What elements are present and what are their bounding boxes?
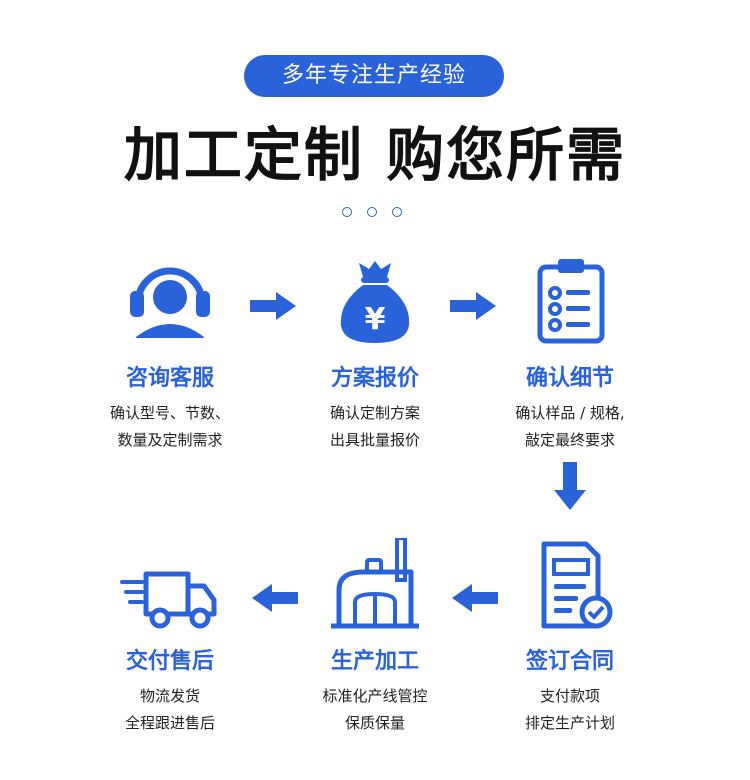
arrow-right-icon bbox=[450, 292, 496, 320]
step-delivery: 交付售后 物流发货 全程跟进售后 bbox=[80, 538, 260, 738]
step-description: 确认定制方案 出具批量报价 bbox=[285, 400, 465, 454]
desc-line: 出具批量报价 bbox=[329, 431, 420, 449]
desc-line: 确认定制方案 bbox=[329, 404, 420, 422]
step-quote: ¥ 方案报价 确认定制方案 出具批量报价 bbox=[285, 255, 465, 455]
step-description: 标准化产线管控 保质保量 bbox=[285, 683, 465, 737]
desc-line: 排定生产计划 bbox=[524, 714, 615, 732]
decorative-dots bbox=[340, 207, 410, 221]
step-consult: 咨询客服 确认型号、节数、 数量及定制需求 bbox=[80, 255, 260, 455]
page-title: 加工定制 购您所需 bbox=[123, 121, 627, 189]
arrow-right-icon bbox=[250, 292, 296, 320]
step-name: 方案报价 bbox=[330, 366, 419, 391]
step-description: 支付款项 排定生产计划 bbox=[480, 683, 660, 737]
dot-icon bbox=[367, 207, 377, 217]
arrow-left-icon bbox=[252, 584, 298, 612]
step-description: 物流发货 全程跟进售后 bbox=[80, 683, 260, 737]
step-description: 确认型号、节数、 数量及定制需求 bbox=[80, 400, 260, 454]
factory-icon bbox=[331, 538, 419, 629]
step-name: 咨询客服 bbox=[125, 366, 214, 391]
desc-line: 全程跟进售后 bbox=[124, 714, 215, 732]
step-description: 确认样品 / 规格, 敲定最终要求 bbox=[480, 400, 660, 454]
desc-line: 敲定最终要求 bbox=[524, 431, 615, 449]
money-bag-icon: ¥ bbox=[340, 261, 410, 343]
svg-text:¥: ¥ bbox=[365, 302, 386, 337]
arrow-down-icon bbox=[554, 462, 586, 510]
step-name: 交付售后 bbox=[125, 649, 214, 674]
desc-line: 确认样品 / 规格, bbox=[515, 404, 625, 422]
desc-line: 支付款项 bbox=[539, 687, 600, 705]
headset-person-icon bbox=[130, 267, 210, 338]
clipboard-checklist-icon bbox=[537, 259, 605, 344]
experience-badge: 多年专注生产经验 bbox=[244, 55, 504, 97]
delivery-truck-icon bbox=[120, 571, 217, 629]
arrow-left-icon bbox=[452, 584, 498, 612]
desc-line: 数量及定制需求 bbox=[117, 431, 223, 449]
desc-line: 确认型号、节数、 bbox=[109, 404, 230, 422]
contract-check-icon bbox=[541, 541, 613, 629]
step-confirm-details: 确认细节 确认样品 / 规格, 敲定最终要求 bbox=[480, 255, 660, 455]
step-name: 生产加工 bbox=[330, 649, 419, 674]
dot-icon bbox=[392, 207, 402, 217]
dot-icon bbox=[342, 207, 352, 217]
step-contract: 签订合同 支付款项 排定生产计划 bbox=[480, 538, 660, 738]
desc-line: 保质保量 bbox=[344, 714, 405, 732]
step-production: 生产加工 标准化产线管控 保质保量 bbox=[285, 538, 465, 738]
step-name: 确认细节 bbox=[525, 366, 614, 391]
desc-line: 物流发货 bbox=[139, 687, 200, 705]
desc-line: 标准化产线管控 bbox=[322, 687, 428, 705]
step-name: 签订合同 bbox=[525, 649, 614, 674]
